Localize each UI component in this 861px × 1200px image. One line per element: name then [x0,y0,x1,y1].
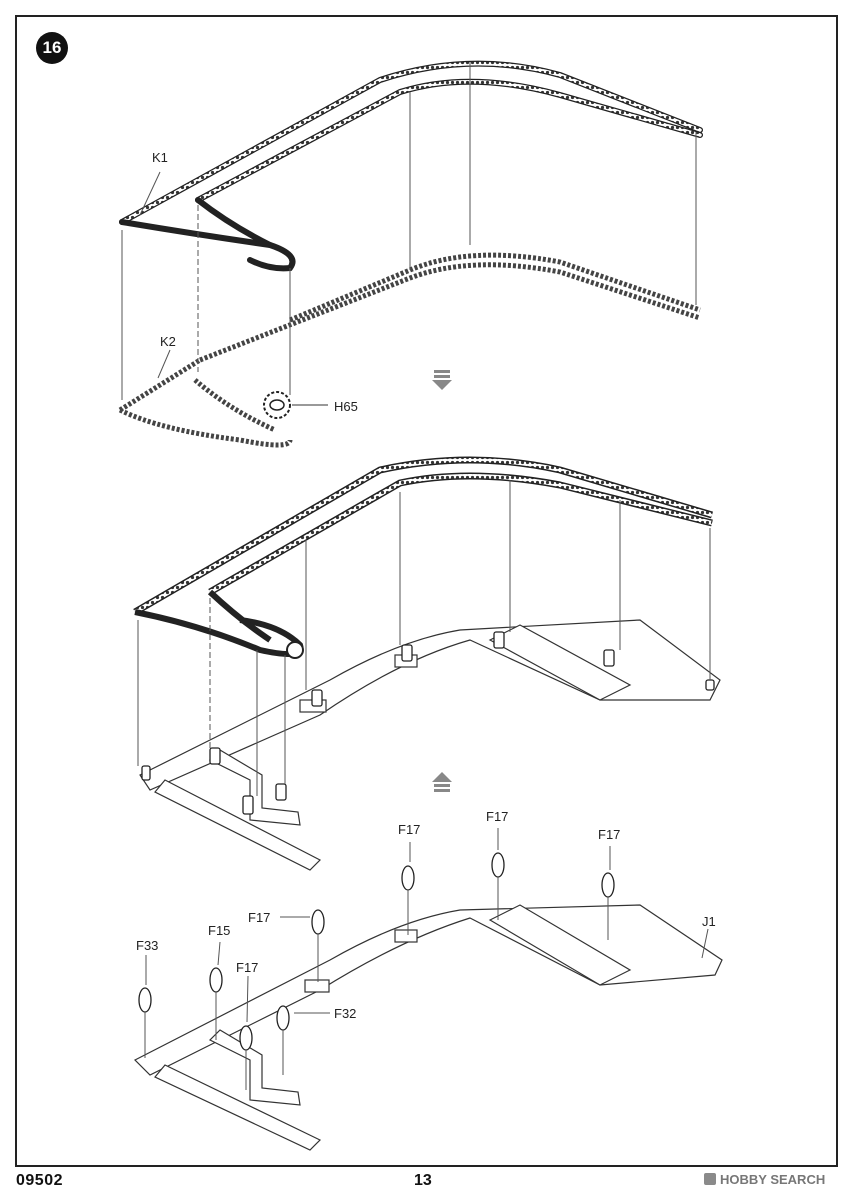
label-j1: J1 [702,914,716,929]
watermark-text: HOBBY SEARCH [720,1172,826,1187]
frame-bottom [133,904,723,1151]
label-h65: H65 [334,399,358,414]
arrow-up-icon [432,772,452,792]
guide-lines-bottom [139,171,709,1090]
stud-parts [138,852,615,1051]
sprocket-h65 [263,391,328,419]
chain-k1-upper [119,60,703,272]
label-f32: F32 [334,1006,357,1021]
label-f17-e: F17 [236,960,259,975]
page-number: 13 [414,1172,432,1189]
watermark: HOBBY SEARCH [704,1172,825,1187]
label-f15: F15 [208,923,231,938]
instruction-sheet-frame [15,15,838,1167]
label-f17-d: F17 [248,910,271,925]
hobby-search-logo-icon [704,1173,716,1185]
product-code: 09502 [16,1172,63,1189]
label-k2: K2 [160,334,176,349]
step-number-badge: 16 [36,32,68,64]
label-f17-a: F17 [398,822,421,837]
guide-lines-middle [137,480,711,796]
guide-lines-top [121,62,697,400]
chain-k1-lower-flat [199,252,701,363]
chain-k2 [118,357,293,448]
label-f33: F33 [136,938,159,953]
chain-installed-assembly [133,456,713,659]
arrow-down-icon [432,370,452,390]
label-k1: K1 [152,150,168,165]
pegs-middle [141,631,715,815]
label-f17-b: F17 [486,809,509,824]
frame-middle [139,619,721,871]
label-f17-c: F17 [598,827,621,842]
